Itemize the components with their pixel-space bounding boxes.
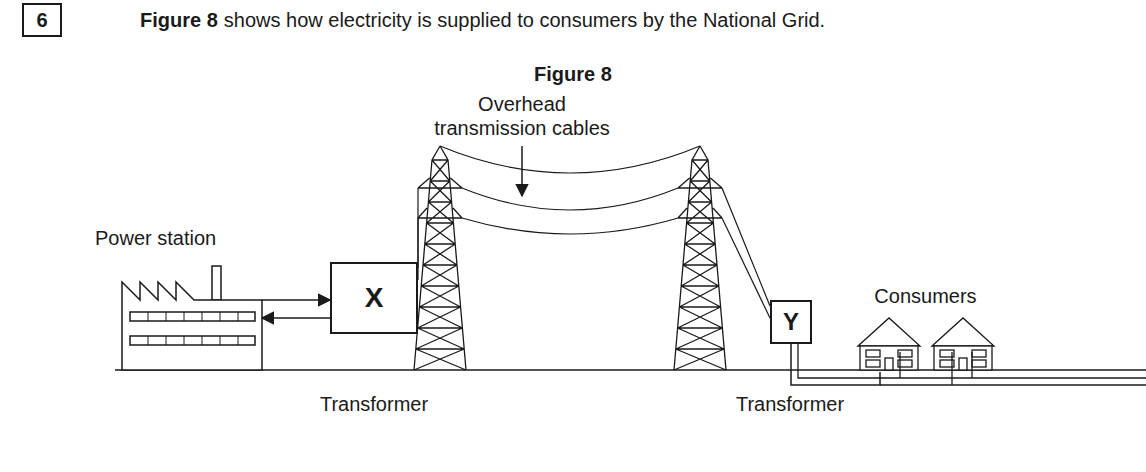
figure-title: Figure 8: [0, 62, 1146, 86]
window-line: [238, 312, 239, 321]
part-label: Transformer: [314, 392, 434, 416]
power-station-building: [122, 266, 262, 370]
window-line: [220, 312, 221, 321]
house: [858, 318, 994, 370]
pylon-frame: [674, 146, 726, 370]
connector: [791, 344, 880, 385]
window-line: [184, 336, 185, 345]
question-number: 6: [22, 3, 62, 37]
connector: [262, 299, 330, 301]
part-label: Transformer: [730, 392, 850, 416]
consumers-group: Consumers: [848, 284, 1003, 372]
house-drawing: [932, 318, 994, 370]
label-arrow: [521, 146, 523, 196]
transmission-cable: [418, 146, 770, 318]
transformer-box: Y: [770, 300, 812, 344]
window-divisions: [148, 312, 238, 345]
window-line: [202, 312, 203, 321]
power-station: Power station: [95, 226, 262, 372]
transformer-box: X: [330, 262, 418, 334]
window-line: [148, 336, 149, 345]
pylon: [414, 146, 726, 370]
window-line: [202, 336, 203, 345]
transformer-letter: Y: [783, 308, 799, 336]
window-line: [184, 312, 185, 321]
house-drawing: [858, 318, 920, 370]
window-line: [238, 336, 239, 345]
window-line: [166, 336, 167, 345]
part-label: Power station: [95, 226, 216, 250]
window-line: [166, 312, 167, 321]
pylon-frame: [414, 146, 466, 370]
transformer-letter: X: [365, 282, 384, 314]
part-label: Overhead transmission cables: [427, 92, 617, 140]
connector: [262, 317, 330, 319]
window-line: [148, 312, 149, 321]
figure-reference: Figure 8: [140, 8, 218, 32]
part-label: Consumers: [874, 284, 976, 308]
window-line: [220, 336, 221, 345]
question-text: shows how electricity is supplied to con…: [224, 8, 825, 32]
supply-cable: [798, 344, 1146, 385]
